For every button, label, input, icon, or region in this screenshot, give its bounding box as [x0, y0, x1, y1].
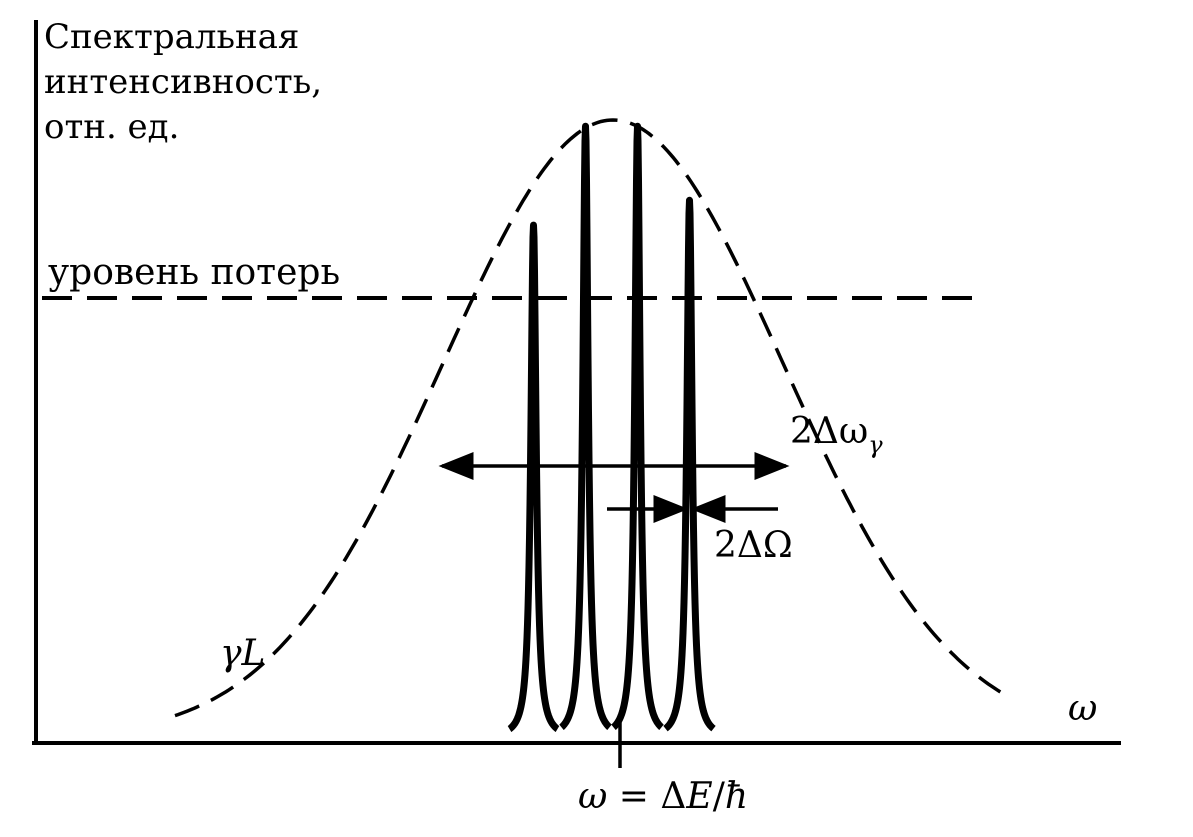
mode-line-1: [506, 221, 561, 733]
x-axis-label: ω: [1068, 688, 1097, 729]
longitudinal-modes: [506, 122, 717, 733]
gain-width-label-sub: γ: [868, 431, 883, 459]
mode-line-3: [610, 122, 665, 731]
gain-curve: [174, 118, 1010, 718]
y-axis-label-line-2: интенсивность,: [44, 62, 322, 102]
y-axis-label-line-1: Спектральная: [44, 17, 299, 57]
center-frequency-label: ω = ΔE/ħ: [578, 776, 748, 817]
center-label-slash: /: [713, 776, 726, 817]
center-label-omega: ω: [578, 776, 607, 817]
mode-spacing-label: 2ΔΩ: [714, 525, 793, 566]
gain-curve-label-var: L: [241, 633, 266, 674]
gain-curve-label: γL: [220, 633, 265, 674]
center-label-eq: = Δ: [607, 776, 686, 817]
gain-width-label: 2Δωγ: [790, 411, 883, 459]
gain-curve-label-symbol: γ: [220, 633, 242, 674]
y-axis-label-line-3: отн. ед.: [44, 107, 179, 147]
gain-width-label-main: 2Δω: [790, 411, 868, 452]
mode-line-2: [558, 122, 613, 731]
loss-level-label: уровень потерь: [48, 252, 340, 293]
center-label-hbar: ħ: [725, 776, 748, 817]
y-axis-label: Спектральная интенсивность, отн. ед.: [44, 17, 333, 147]
center-label-E: E: [685, 776, 712, 817]
mode-line-4: [662, 196, 717, 732]
